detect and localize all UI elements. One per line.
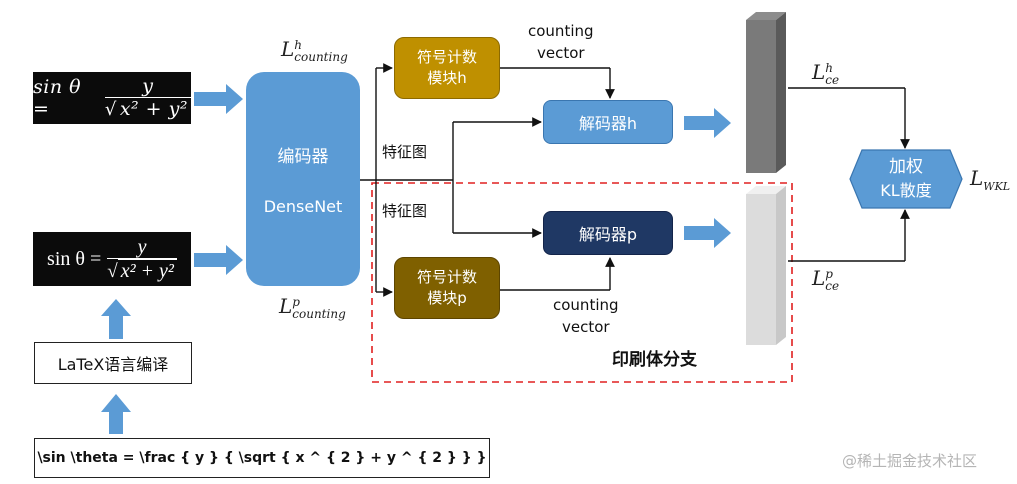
block-arrow-latex-to-printed (101, 299, 131, 339)
decoder-p: 解码器p (543, 211, 673, 255)
decoder-h: 解码器h (543, 100, 673, 144)
handwritten-fraction: y √x² + y² (104, 75, 191, 120)
counting-module-h: 符号计数模块h (394, 37, 500, 99)
latex-compile-label: LaTeX语言编译 (57, 355, 169, 374)
watermark: @稀土掘金技术社区 (842, 452, 978, 470)
printed-denominator: x² + y² (117, 258, 177, 282)
feature-map-label-bottom: 特征图 (382, 202, 428, 220)
encoder-block: 编码器 DenseNet (246, 72, 360, 286)
handwritten-numerator: y (142, 75, 154, 98)
handwritten-lhs: sin θ = (33, 76, 82, 120)
latex-source-box: \sin \theta = \frac { y } { \sqrt { x ^ … (34, 438, 490, 478)
loss-wkl: LWKL (970, 166, 1011, 193)
printed-lhs: sin θ = (47, 247, 102, 270)
printed-branch-region (371, 182, 793, 383)
prob-bar-handwritten (746, 12, 786, 173)
latex-compile-box: LaTeX语言编译 (34, 342, 192, 384)
block-arrow-decoder-p-to-bar (684, 218, 731, 248)
prob-bar-printed (746, 186, 786, 345)
handwritten-denominator: x² + y² (116, 97, 191, 120)
printed-fraction: y √x² + y² (107, 236, 177, 283)
latex-source-text: \sin \theta = \frac { y } { \sqrt { x ^ … (37, 450, 487, 466)
feature-map-label-top: 特征图 (382, 143, 428, 161)
kl-hexagon (849, 149, 963, 209)
handwritten-formula-image: sin θ = y √x² + y² (33, 72, 191, 124)
block-arrow-decoder-h-to-bar (684, 108, 731, 138)
encoder-output-lines (360, 63, 910, 297)
counting-module-p: 符号计数模块p (394, 257, 500, 319)
printed-numerator: y (137, 235, 147, 258)
block-arrow-printed-to-encoder (194, 245, 243, 275)
encoder-subtitle: DenseNet (263, 197, 343, 216)
printed-branch-label: 印刷体分支 (612, 350, 697, 370)
printed-formula-image: sin θ = y √x² + y² (33, 232, 191, 286)
block-arrow-handwritten-to-encoder (194, 84, 243, 114)
block-arrow-source-to-latex (101, 394, 131, 434)
encoder-title: 编码器 (277, 147, 329, 167)
